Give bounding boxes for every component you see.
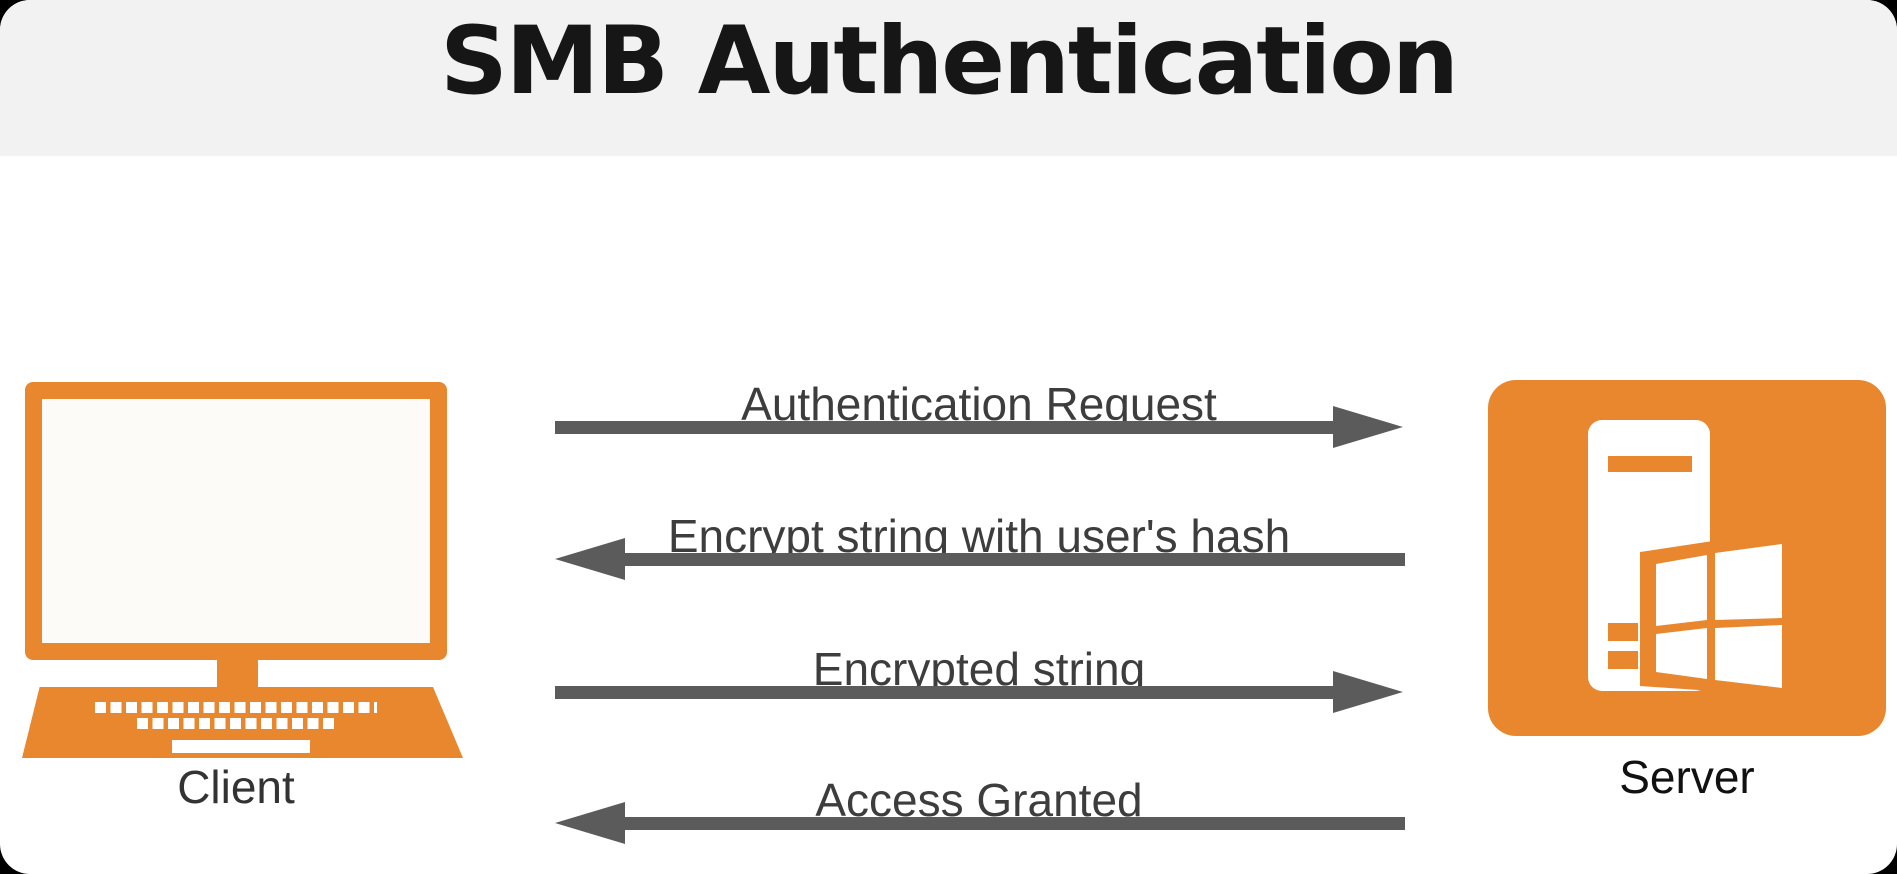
server-label: Server (1619, 751, 1755, 803)
arrow-shaft (555, 421, 1335, 434)
message-label: Authentication Request (741, 378, 1217, 430)
client-label: Client (177, 761, 295, 813)
header-band: SMB Authentication (0, 0, 1897, 156)
arrow-right-icon (1333, 671, 1403, 713)
laptop-keyboard (22, 687, 463, 758)
message-label: Encrypt string with user's hash (667, 510, 1291, 562)
laptop-screen (42, 399, 430, 643)
windows-server-icon (1488, 380, 1886, 736)
message-label: Encrypted string (812, 643, 1146, 695)
arrow-shaft (623, 817, 1405, 830)
laptop-hinge (217, 658, 258, 689)
laptop-computer-icon (25, 382, 447, 660)
message-label: Access Granted (815, 774, 1143, 826)
keyboard-keys-row (95, 702, 377, 713)
keyboard-spacebar (172, 740, 310, 753)
page-title: SMB Authentication (440, 7, 1459, 116)
keyboard-keys-row (137, 718, 336, 729)
arrow-left-icon (555, 802, 625, 844)
arrow-right-icon (1333, 406, 1403, 448)
arrow-shaft (555, 686, 1335, 699)
arrow-left-icon (555, 538, 625, 580)
arrow-shaft (623, 553, 1405, 566)
